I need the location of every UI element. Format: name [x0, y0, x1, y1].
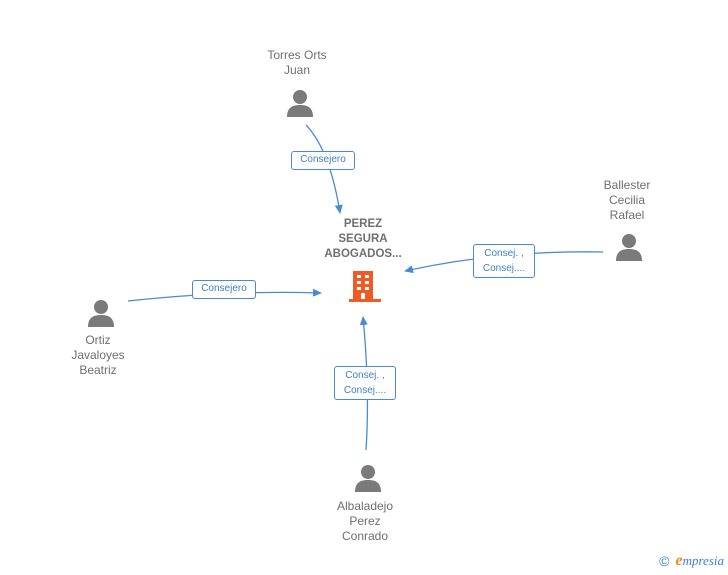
person-icon[interactable] [285, 88, 315, 118]
relation-label-ortiz[interactable]: Consejero [192, 280, 256, 299]
empresia-logo[interactable]: empresia [675, 552, 724, 569]
relation-label-ballester[interactable]: Consej. , Consej.... [473, 244, 535, 278]
person-name-ballester[interactable]: Ballester Cecilia Rafael [603, 178, 651, 222]
person-icon[interactable] [86, 298, 116, 328]
person-name-ortiz[interactable]: Ortiz Javaloyes Beatriz [71, 333, 125, 377]
relation-label-albaladejo[interactable]: Consej. , Consej.... [334, 366, 396, 400]
person-name-torres[interactable]: Torres Orts Juan [267, 48, 327, 77]
building-icon[interactable] [349, 268, 381, 303]
person-name-albaladejo[interactable]: Albaladejo Perez Conrado [336, 499, 394, 543]
person-icon[interactable] [353, 463, 383, 493]
relation-label-torres[interactable]: Consejero [291, 151, 355, 170]
company-name[interactable]: PEREZ SEGURA ABOGADOS... [324, 218, 402, 260]
person-icon[interactable] [614, 232, 644, 262]
copyright-icon: © [659, 553, 670, 569]
footer-brand: © empresia [659, 552, 724, 570]
